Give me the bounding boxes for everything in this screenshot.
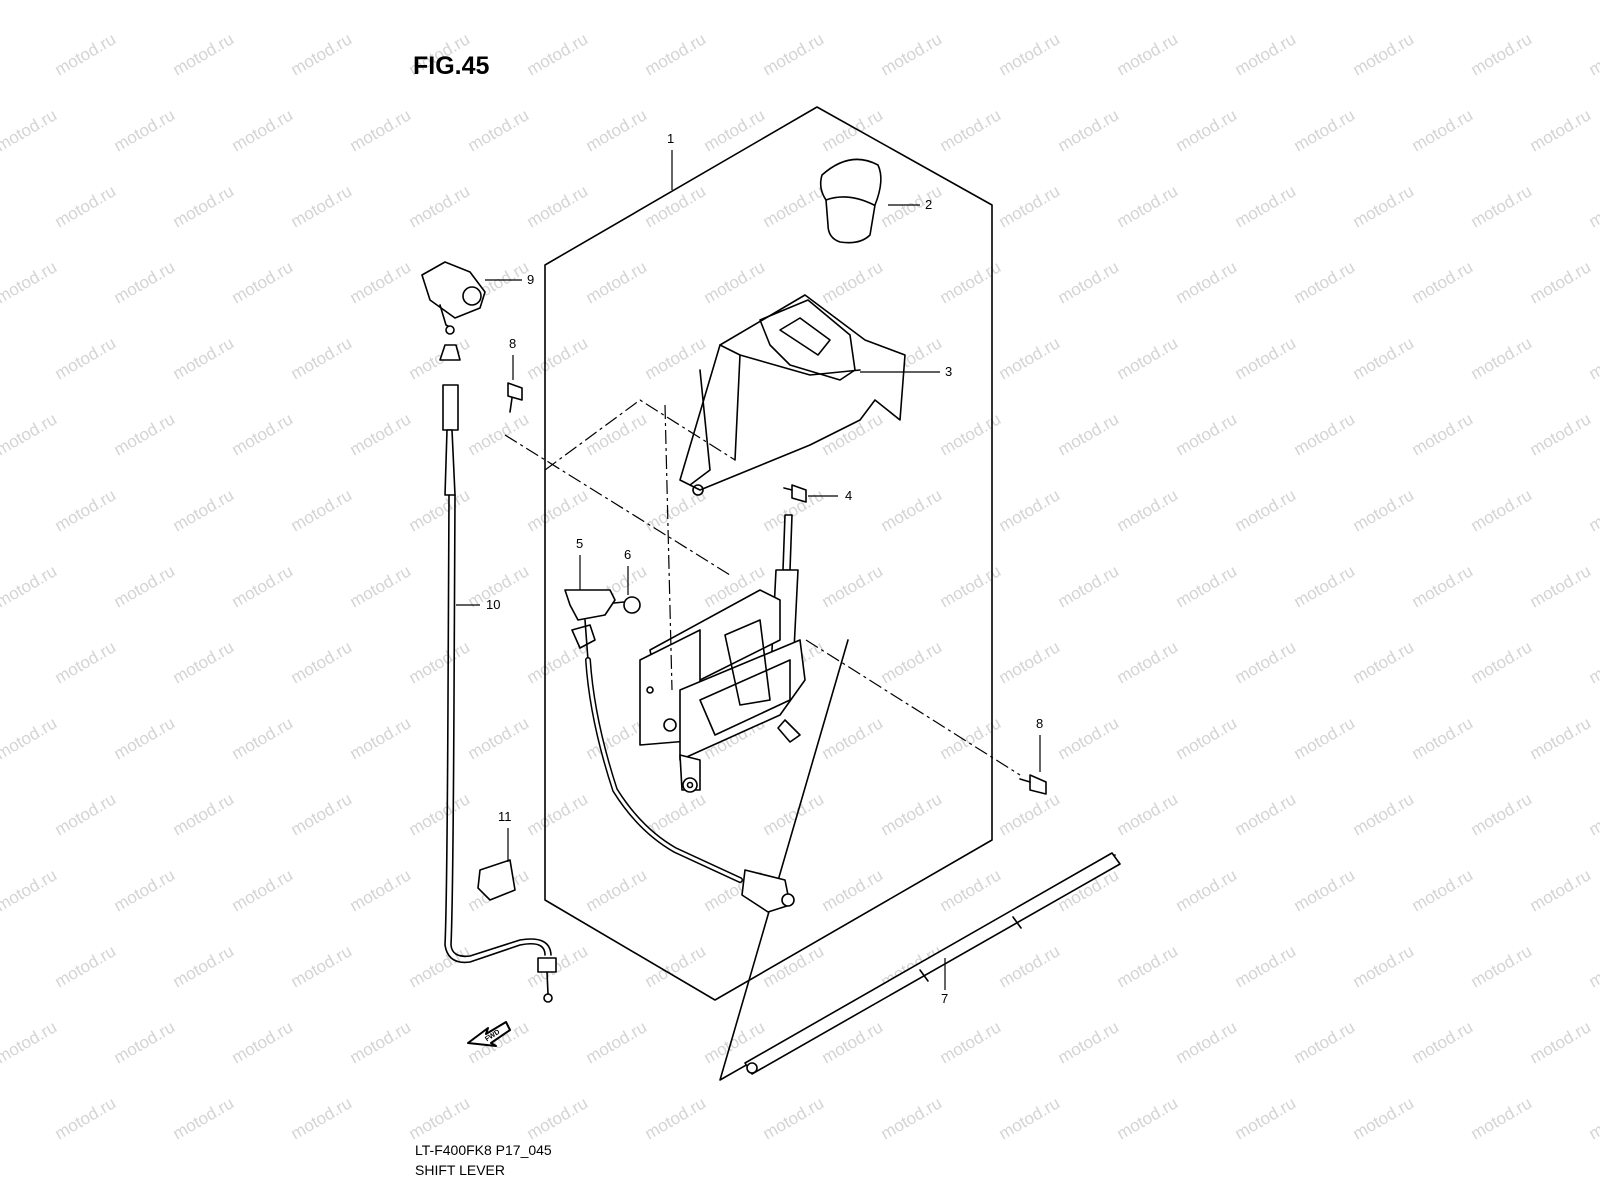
callout-6: 6 xyxy=(624,547,631,562)
callout-4: 4 xyxy=(845,488,852,503)
fwd-arrow xyxy=(467,1021,511,1047)
switch-5 xyxy=(564,589,616,661)
callout-9: 9 xyxy=(527,272,534,287)
bolt-8-lower xyxy=(1019,774,1047,795)
callout-8-lower: 8 xyxy=(1036,716,1043,731)
callout-11: 11 xyxy=(498,809,512,824)
harness-connector xyxy=(741,869,795,913)
callout-8-upper: 8 xyxy=(509,336,516,351)
callout-5: 5 xyxy=(576,536,583,551)
shift-cover xyxy=(679,294,906,496)
shift-lever-bracket xyxy=(639,514,806,793)
callout-7: 7 xyxy=(941,991,948,1006)
clamp-11 xyxy=(477,859,516,901)
callout-1: 1 xyxy=(667,131,674,146)
shift-knob xyxy=(819,158,882,244)
cable-10 xyxy=(439,344,557,1003)
callout-3: 3 xyxy=(945,364,952,379)
figure-code: LT-F400FK8 P17_045 xyxy=(415,1142,552,1158)
figure-name: SHIFT LEVER xyxy=(415,1162,505,1178)
assembly-outline xyxy=(544,106,993,1001)
bolt-8-upper xyxy=(507,382,523,413)
sensor-9 xyxy=(421,261,486,335)
figure-title: FIG.45 xyxy=(413,52,490,80)
callout-2: 2 xyxy=(925,197,932,212)
bolt-4 xyxy=(783,484,807,503)
shift-rod-7 xyxy=(744,852,1121,1075)
callout-10: 10 xyxy=(486,597,500,612)
screw-6 xyxy=(613,596,641,614)
